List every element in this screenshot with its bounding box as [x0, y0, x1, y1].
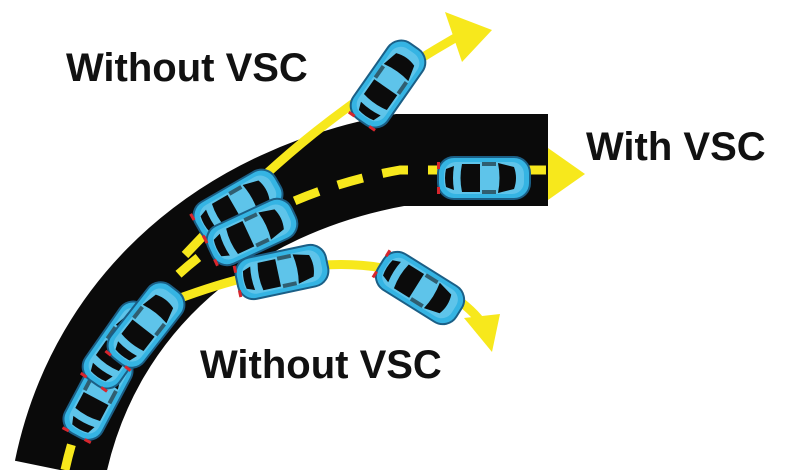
without-vsc-label-top: Without VSC	[66, 46, 308, 90]
car-with-vsc-icon	[436, 156, 531, 200]
with-vsc-label: With VSC	[586, 125, 766, 169]
car-without-vsc-lower-icon	[368, 244, 472, 332]
upper-arrowhead-icon	[445, 12, 492, 62]
without-vsc-label-bottom: Without VSC	[200, 343, 442, 387]
with-vsc-arrowhead-icon	[548, 148, 585, 200]
lower-arrowhead-icon	[464, 314, 500, 352]
